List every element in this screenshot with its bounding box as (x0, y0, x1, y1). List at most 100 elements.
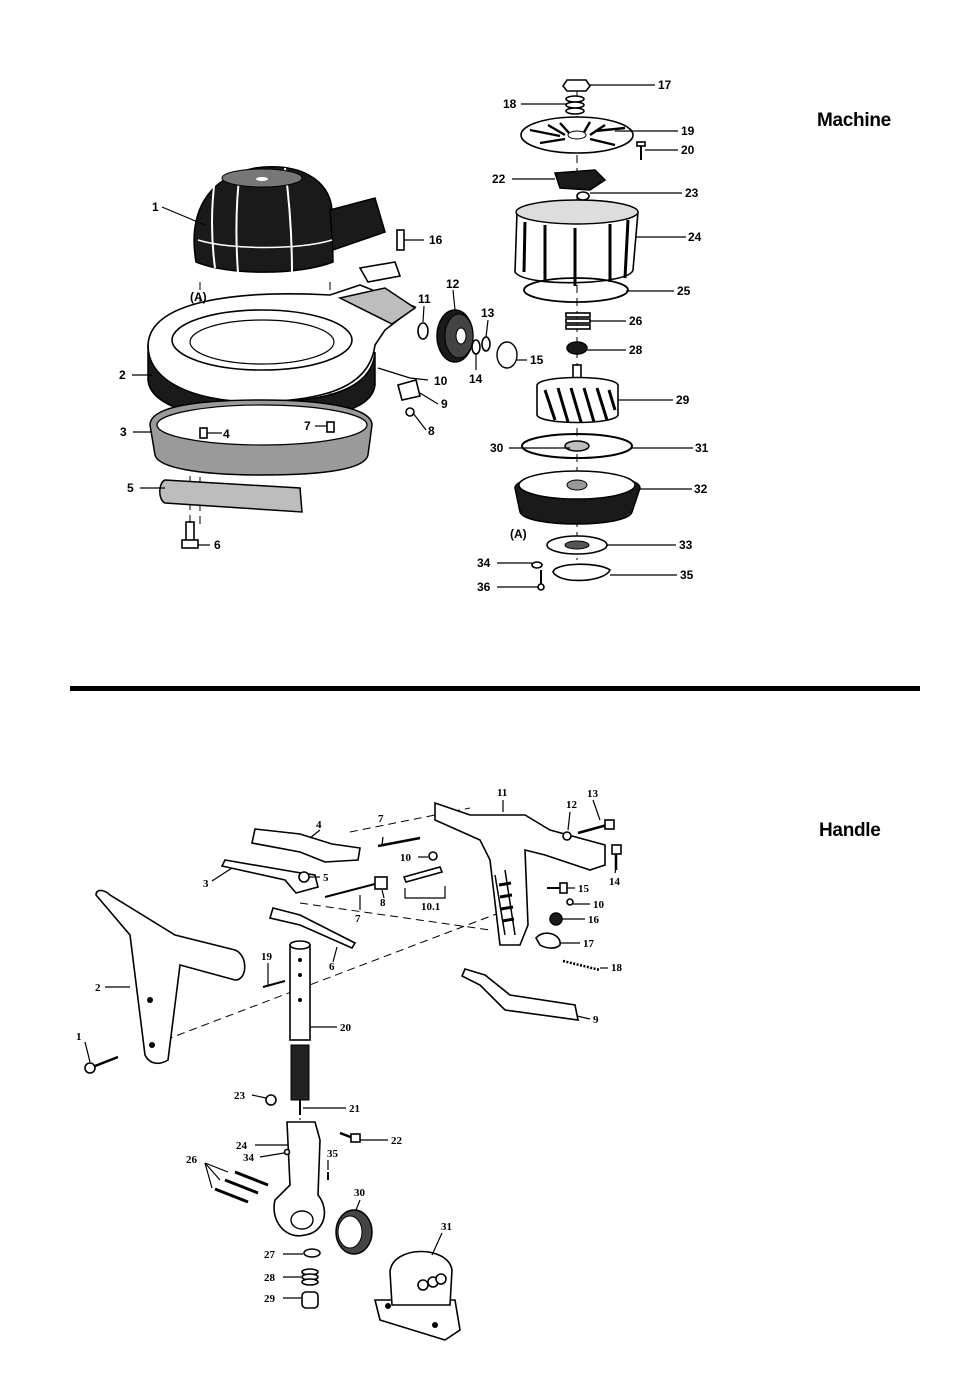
carbon-brushes-26-part (565, 312, 591, 330)
machine-label-11: 11 (418, 292, 431, 306)
machine-label-35: 35 (680, 568, 694, 582)
handle-label-11: 11 (497, 787, 507, 799)
handle-label-14: 14 (609, 876, 621, 888)
screw-15-part (547, 882, 568, 894)
machine-label-22: 22 (492, 172, 506, 186)
handle-labels: 1 2 3 4 5 6 7 7 8 9 10 10 10.1 11 12 13 … (76, 787, 623, 1305)
bolt-14-part (611, 844, 622, 870)
motor-housing-24-part (514, 199, 639, 286)
lever-6-part (268, 907, 357, 950)
machine-label-17: 17 (658, 78, 672, 92)
bracket-35-part (552, 563, 611, 582)
gear-30-part (335, 1209, 373, 1255)
handle-label-7b: 7 (355, 913, 361, 925)
spring-23-part (576, 191, 590, 201)
bearing-30-part (564, 440, 590, 452)
handle-label-22: 22 (391, 1135, 403, 1147)
bushing-29-part (301, 1291, 319, 1309)
machine-label-34: 34 (477, 556, 491, 570)
handle-label-24: 24 (236, 1140, 248, 1152)
handle-label-35: 35 (327, 1148, 339, 1160)
machine-right-leaders (497, 84, 693, 588)
handle-leaders (84, 799, 617, 1299)
rod-10-1-part (402, 866, 444, 883)
spring-28-part (301, 1268, 319, 1286)
machine-label-36: 36 (477, 580, 491, 594)
handle-label-13: 13 (587, 788, 599, 800)
lower-handle-2-part (95, 889, 246, 1065)
handle-label-10-1: 10.1 (421, 901, 440, 913)
machine-ref-a-left: (A) (190, 290, 207, 304)
handle-label-17: 17 (583, 938, 595, 950)
handle-assembly: 1 2 3 4 5 6 7 7 8 9 10 10 10.1 11 12 13 … (76, 787, 623, 1341)
machine-label-5: 5 (127, 481, 134, 495)
handle-label-21: 21 (349, 1103, 360, 1115)
machine-left-labels: 1 2 3 4 5 6 7 8 9 10 11 12 13 14 15 16 (… (119, 200, 544, 552)
clamp-8-part (374, 876, 388, 890)
tube-20-part (289, 940, 311, 1101)
machine-label-29: 29 (676, 393, 690, 407)
fan-19-part (520, 116, 634, 154)
machine-label-14: 14 (469, 372, 483, 386)
machine-right-labels: 17 18 19 20 22 23 24 25 26 28 29 30 31 3… (477, 78, 709, 594)
knob-17-part (535, 932, 561, 949)
handle-label-31: 31 (441, 1221, 452, 1233)
bolt-22-part (339, 1131, 361, 1143)
bolts-26-part (214, 1170, 269, 1204)
gearbox-32-part (514, 470, 641, 525)
handle-label-28: 28 (264, 1272, 276, 1284)
section-divider (70, 686, 920, 691)
bearing-28-part (566, 341, 588, 355)
machine-label-20: 20 (681, 143, 695, 157)
machine-label-28: 28 (629, 343, 643, 357)
brush-ring-part (149, 399, 373, 476)
rod-7a-part (377, 836, 421, 848)
upper-handle-11-part (434, 801, 606, 946)
deck-part (147, 284, 417, 421)
handle-label-5: 5 (323, 872, 329, 884)
lever-3-part (220, 859, 319, 894)
handle-label-1: 1 (76, 1031, 82, 1043)
machine-label-12: 12 (446, 277, 460, 291)
switch-22-part (553, 169, 607, 191)
bolt-6-part (181, 521, 199, 549)
handle-label-8: 8 (380, 897, 386, 909)
machine-label-30: 30 (490, 441, 504, 455)
machine-label-32: 32 (694, 482, 708, 496)
handle-label-20: 20 (340, 1022, 352, 1034)
machine-label-3: 3 (120, 425, 127, 439)
machine-left-leaders (132, 206, 527, 546)
gasket-25-part (523, 277, 629, 303)
wheel-group (417, 309, 518, 369)
lever-9-part (460, 968, 580, 1021)
machine-label-18: 18 (503, 97, 517, 111)
handle-label-26: 26 (186, 1154, 198, 1166)
nut-5-part (298, 871, 310, 883)
machine-label-24: 24 (688, 230, 702, 244)
handle-label-15: 15 (578, 883, 590, 895)
machine-ref-a-right: (A) (510, 527, 527, 541)
washer-27-part (303, 1248, 321, 1258)
machine-label-8: 8 (428, 424, 435, 438)
handle-label-3: 3 (203, 878, 209, 890)
nut-23-part (265, 1094, 277, 1106)
machine-section-title: Machine (817, 110, 891, 131)
machine-label-2: 2 (119, 368, 126, 382)
screw-36-part (537, 570, 545, 591)
spring-pin-18-part (562, 959, 601, 972)
machine-label-26: 26 (629, 314, 643, 328)
fork-arm-24-part (273, 1121, 326, 1237)
handle-label-16: 16 (588, 914, 600, 926)
small-fasteners (199, 229, 421, 439)
bolt-1-part (84, 1055, 119, 1074)
hood-part (193, 166, 386, 275)
machine-left-assembly: 1 2 3 4 5 6 7 8 9 10 11 12 13 14 15 16 (… (119, 166, 544, 552)
rod-7b-part (324, 883, 376, 898)
nut-17-part (562, 79, 591, 92)
pillow-block-31-part (373, 1250, 461, 1341)
machine-label-1: 1 (152, 200, 159, 214)
skid-plate-part (159, 479, 303, 513)
machine-label-10: 10 (434, 374, 448, 388)
handle-label-27: 27 (264, 1249, 276, 1261)
